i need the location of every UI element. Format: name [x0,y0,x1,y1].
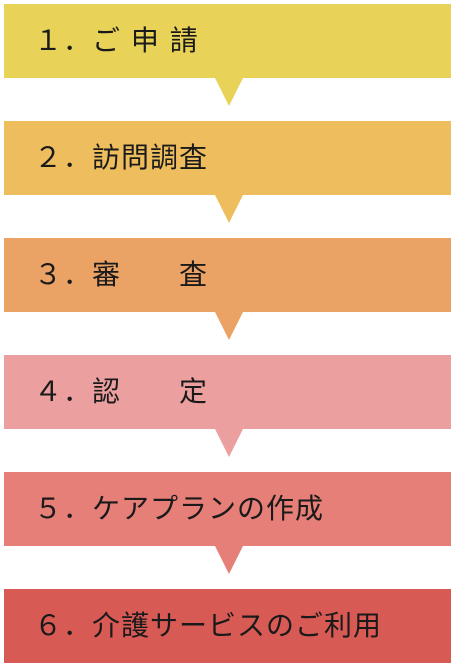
step-2-box: ２．訪問調査 [4,121,451,195]
step-5-label: ５．ケアプランの作成 [34,492,325,525]
step-6-box: ６．介護サービスのご利用 [4,589,451,663]
step-2-arrow [215,195,243,223]
step-4-arrow [215,429,243,457]
step-5-arrow [215,546,243,574]
step-4-label: ４．認 定 [34,375,209,408]
step-3-arrow [215,312,243,340]
step-1-label: １．ご 申 請 [34,24,199,57]
step-5-box: ５．ケアプランの作成 [4,472,451,546]
step-4-box: ４．認 定 [4,355,451,429]
step-6-label: ６．介護サービスのご利用 [34,609,383,642]
step-3-box: ３．審 査 [4,238,451,312]
step-1-box: １．ご 申 請 [4,4,451,78]
step-2-label: ２．訪問調査 [34,141,209,174]
step-3-label: ３．審 査 [34,258,209,291]
step-1-arrow [215,78,243,106]
